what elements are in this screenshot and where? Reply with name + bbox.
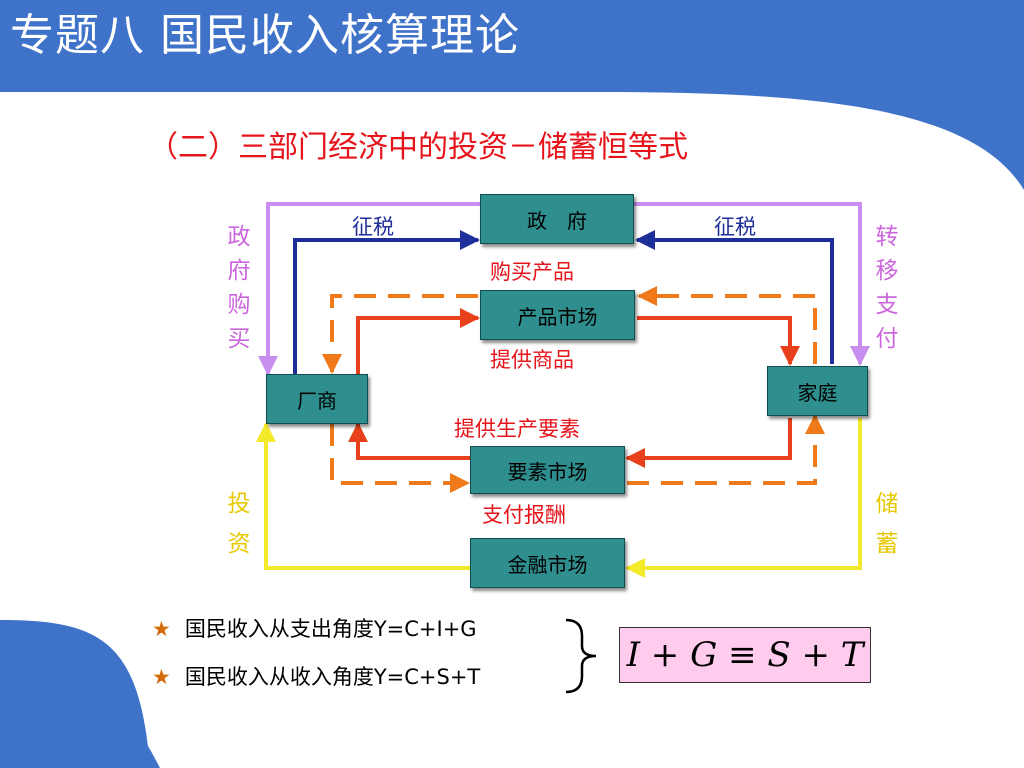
bullet-income: ★ 国民收入从收入角度Y=C+S+T — [152, 662, 480, 692]
gov-purchase-arrow — [258, 202, 480, 376]
factor-market-to-firm-arrow — [348, 422, 470, 460]
investment-label: 投资 — [227, 491, 251, 557]
savings-arrow — [625, 418, 862, 578]
provide-factors-label: 提供生产要素 — [454, 417, 580, 441]
star-icon: ★ — [152, 665, 171, 689]
firms-box: 厂商 — [266, 374, 368, 424]
market-to-household-arrow — [637, 316, 800, 366]
tax-right-label: 征税 — [714, 215, 756, 239]
slide-title: 专题八 国民收入核算理论 — [10, 10, 520, 61]
bullet-expenditure-text: 国民收入从支出角度Y=C+I+G — [184, 617, 477, 641]
gov-purchases-label: 政府购买 — [227, 224, 251, 352]
households-box: 家庭 — [767, 366, 868, 416]
household-spending-arrow — [637, 286, 817, 364]
firm-pay-rewards-arrow — [330, 424, 470, 493]
tax-left-arrow — [293, 230, 480, 374]
bullet-income-text: 国民收入从收入角度Y=C+S+T — [184, 665, 481, 689]
gov-purchase-products-label: 购买产品 — [490, 260, 574, 284]
product-market-box: 产品市场 — [480, 290, 635, 340]
bracket — [565, 618, 597, 694]
transfer-payment-arrow — [633, 202, 870, 366]
provide-goods-label: 提供商品 — [490, 348, 574, 372]
factor-market-box: 要素市场 — [470, 446, 625, 494]
factor-income-to-household-arrow — [627, 414, 825, 485]
section-subtitle: （二）三部门经济中的投资－储蓄恒等式 — [148, 130, 688, 165]
savings-label: 储蓄 — [875, 491, 899, 557]
star-icon: ★ — [152, 617, 171, 641]
market-revenue-to-firm-arrow — [322, 294, 478, 374]
financial-market-box: 金融市场 — [470, 538, 625, 588]
transfer-payments-label: 转移支付 — [875, 224, 899, 352]
government-box: 政 府 — [480, 194, 634, 244]
firm-supply-goods-arrow — [356, 308, 480, 374]
household-provide-factors-arrow — [625, 418, 792, 468]
investment-arrow — [256, 422, 470, 570]
tax-left-label: 征税 — [352, 215, 394, 239]
pay-rewards-label: 支付报酬 — [482, 503, 566, 527]
tax-right-arrow — [635, 230, 834, 364]
bullet-expenditure: ★ 国民收入从支出角度Y=C+I+G — [152, 614, 477, 644]
identity-formula: I + G ≡ S + T — [619, 627, 871, 683]
